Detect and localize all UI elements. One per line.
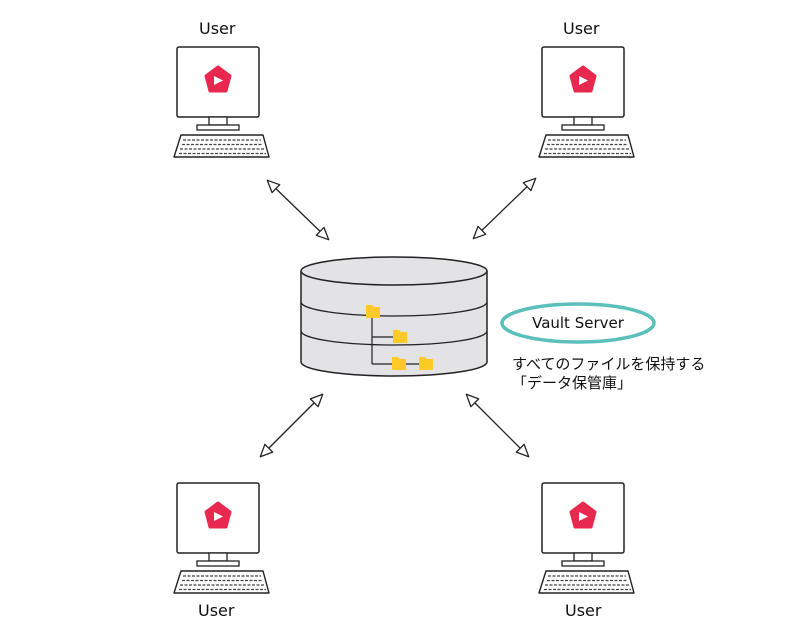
computer-icon [172, 481, 271, 595]
user-computer-top-right [537, 45, 636, 159]
server-description-line-2: 「データ保管庫」 [512, 374, 633, 392]
user-label-top-right: User [563, 19, 600, 38]
vault-server-label: Vault Server [532, 314, 624, 332]
connection-arrow-top-right [472, 177, 537, 240]
computer-icon [537, 481, 636, 595]
server-description-line-1: すべてのファイルを保持する [512, 355, 706, 373]
computer-icon [537, 45, 636, 159]
computer-icon [172, 45, 271, 159]
server-label-highlight [500, 302, 656, 344]
connection-arrow-bottom-right [465, 393, 530, 458]
user-computer-top-left [172, 45, 271, 159]
user-label-top-left: User [199, 19, 236, 38]
user-computer-bottom-right [537, 481, 636, 595]
folder-tree-icon [366, 305, 433, 370]
connection-arrow-top-left [266, 179, 330, 241]
user-computer-bottom-left [172, 481, 271, 595]
server-description: すべてのファイルを保持する 「データ保管庫」 [512, 355, 705, 393]
connection-arrow-bottom-left [259, 393, 324, 458]
user-label-bottom-left: User [198, 601, 235, 620]
vault-server-database [300, 256, 488, 377]
user-label-bottom-right: User [565, 601, 602, 620]
